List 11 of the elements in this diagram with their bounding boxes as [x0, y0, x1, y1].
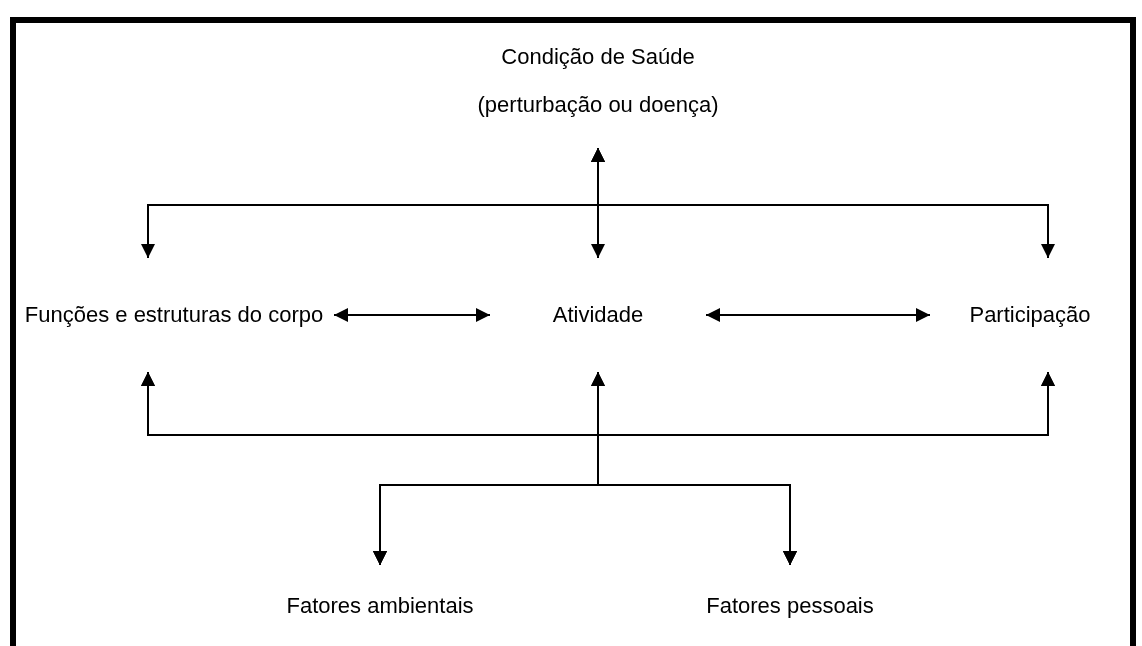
arrow	[597, 371, 1055, 566]
arrow	[333, 308, 491, 322]
node-heading: Condição de Saúde	[501, 43, 695, 71]
node-label: Atividade	[552, 301, 644, 329]
node-label: Participação	[969, 301, 1091, 329]
node-label: Fatores ambientais	[286, 591, 474, 620]
node-subtitle: (perturbação ou doença)	[477, 91, 719, 119]
arrow	[591, 147, 1055, 259]
arrow	[705, 308, 931, 322]
node-label: Fatores pessoais	[706, 591, 874, 620]
node-label: Funções e estruturas do corpo	[24, 301, 324, 329]
